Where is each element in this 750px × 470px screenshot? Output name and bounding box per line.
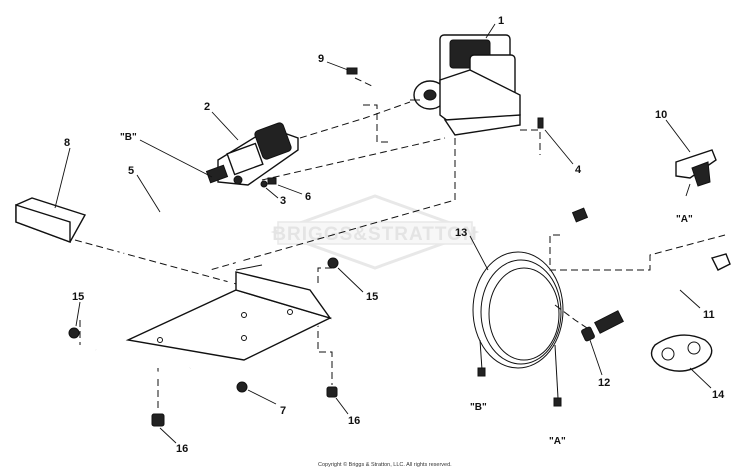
callout-13: 13 [455, 227, 467, 239]
callout-14: 14 [712, 389, 725, 401]
hose-coil [472, 251, 564, 407]
washer-part [260, 180, 268, 188]
copyright-notice: Copyright © Briggs & Stratton, LLC. All … [318, 461, 452, 468]
connector-b-pump: "B" [120, 132, 137, 143]
nut-part-c [236, 381, 248, 393]
callout-15-left: 15 [72, 291, 84, 303]
connector-a-gun: "A" [676, 214, 693, 225]
assembly-lines [74, 77, 726, 412]
nozzle-holder [650, 334, 713, 372]
connector-labels: "B" "A" "B" "A" [120, 132, 693, 447]
connector-a-hose: "A" [549, 436, 566, 447]
frame-assembly [94, 208, 332, 385]
callout-2: 2 [204, 101, 210, 113]
callout-6: 6 [305, 191, 311, 203]
foot-part-a [326, 386, 338, 398]
callout-8: 8 [64, 137, 70, 149]
nut-part-a [327, 257, 339, 269]
callout-9: 9 [318, 53, 324, 65]
leader-lines [54, 23, 712, 444]
screw-part [267, 177, 277, 185]
spray-wand [594, 253, 731, 334]
callout-16-right: 16 [348, 415, 360, 427]
nut-part-b [68, 327, 80, 339]
callout-12: 12 [598, 377, 610, 389]
callout-1: 1 [498, 15, 504, 27]
callout-11: 11 [703, 309, 715, 321]
callout-4: 4 [575, 164, 582, 176]
watermark-text: BRIGGS&STRATTON [272, 224, 477, 245]
engine-unit [410, 34, 521, 136]
connector-b-hose: "B" [470, 402, 487, 413]
pin-part [346, 67, 358, 75]
foot-part-b [151, 413, 165, 427]
bolt-part [537, 117, 544, 129]
callout-15-right: 15 [366, 291, 378, 303]
callout-labels: 1 2 3 4 5 6 7 8 9 10 11 12 13 14 15 15 1… [64, 15, 725, 455]
callout-10: 10 [655, 109, 667, 121]
callout-5: 5 [128, 165, 134, 177]
brand-watermark: BRIGGS&STRATTON [270, 194, 480, 270]
pump-unit [205, 122, 299, 186]
callout-16-left: 16 [176, 443, 188, 455]
nozzle-part [581, 326, 595, 342]
callout-7: 7 [280, 405, 286, 417]
spray-gun [571, 149, 717, 223]
decal-plate [15, 197, 87, 244]
callout-3: 3 [280, 195, 286, 207]
